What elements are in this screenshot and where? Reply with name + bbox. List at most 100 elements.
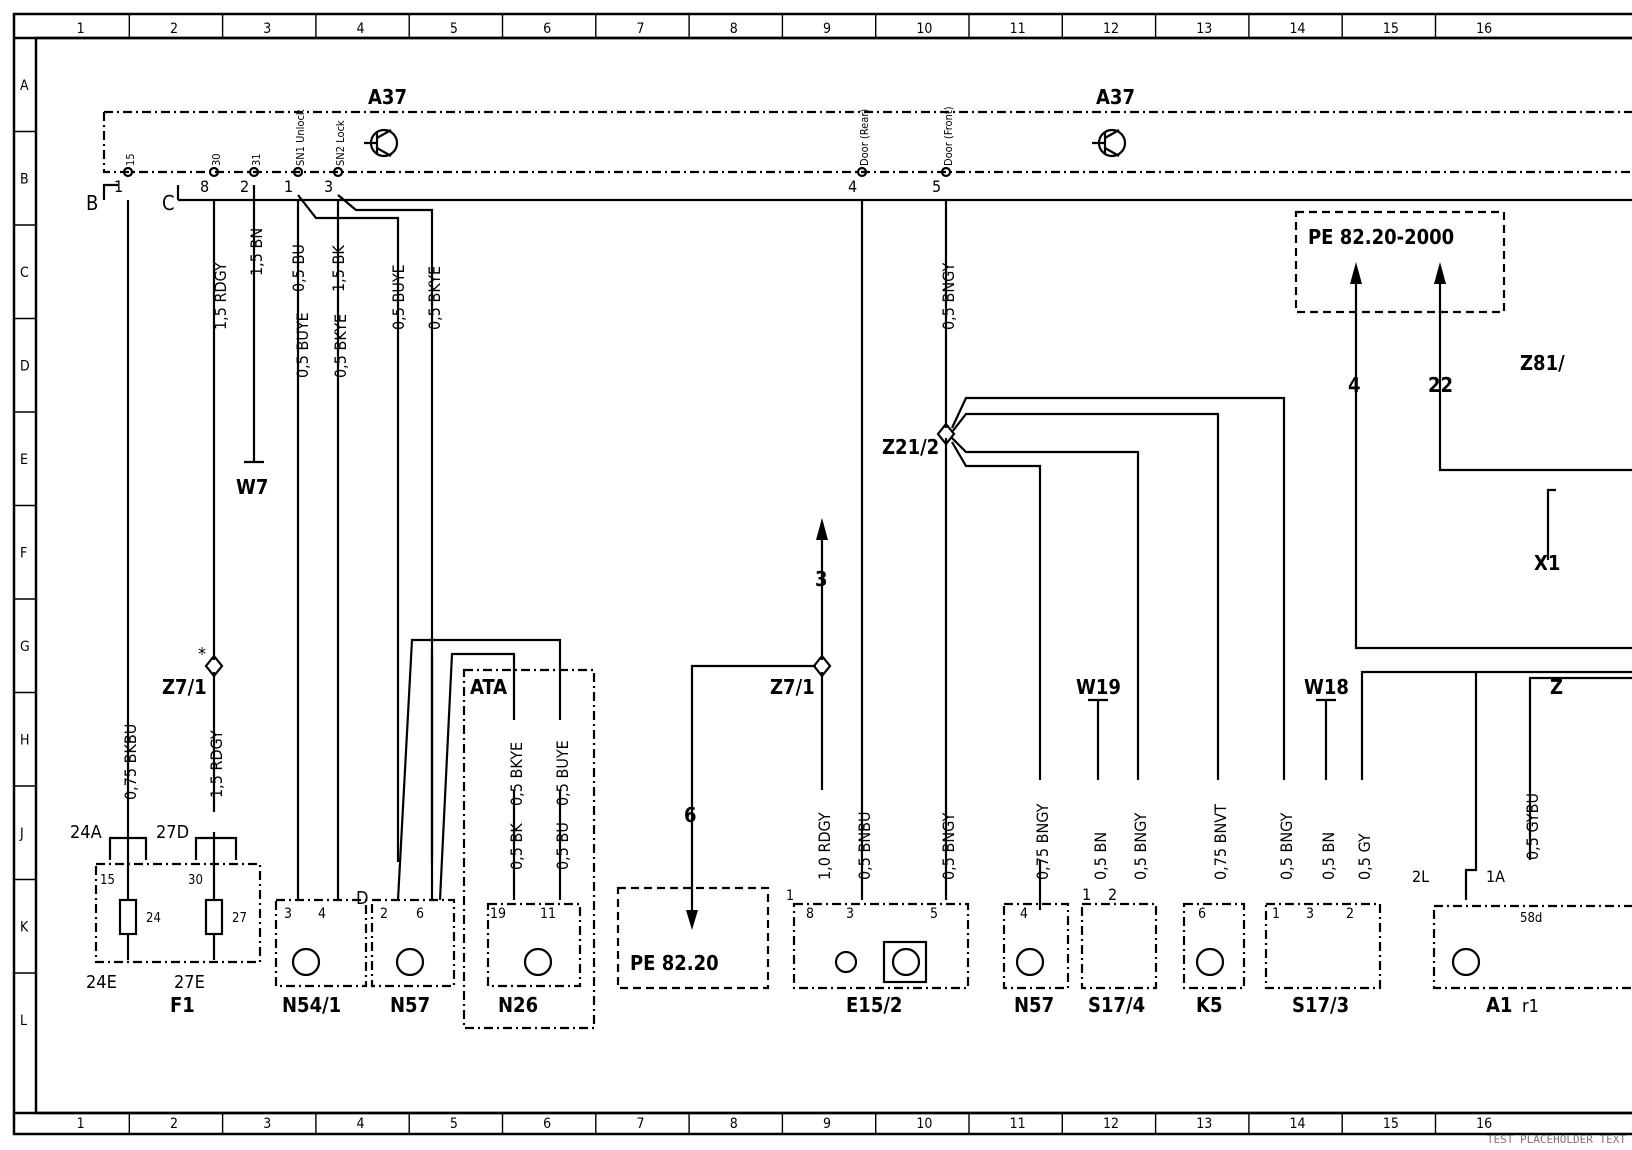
wire-spec-label: 0,5 BUYE — [553, 740, 572, 806]
grid-row-label: J — [19, 826, 24, 842]
pin-signal: Door (Front) — [942, 106, 955, 166]
grid-col-label: 5 — [450, 1116, 458, 1132]
wire-spec-label: 0,75 BKBU — [121, 724, 140, 800]
wire-spec-label: 0,75 BNVT — [1211, 804, 1230, 880]
arrow-22-label: 22 — [1428, 373, 1453, 397]
edge-x1: X1 — [1534, 551, 1560, 575]
pin-signal: 30 — [210, 153, 223, 166]
f1-24a: 24A — [70, 822, 102, 843]
pin-contact — [292, 166, 304, 178]
f1-30: 30 — [188, 873, 203, 888]
grid-row-label: E — [20, 452, 28, 468]
wire-spec-label: 0,5 BNBU — [855, 811, 874, 880]
grid-col-label: 11 — [1010, 21, 1026, 37]
component-s17-4: S17/4 1 2 — [1080, 885, 1158, 1017]
n541-label: N54/1 — [282, 993, 341, 1017]
pin-contact — [208, 166, 220, 178]
connector-b-label: B — [86, 191, 98, 215]
grid-col-label: 4 — [357, 21, 365, 37]
connector-rails: B C — [86, 183, 1632, 215]
grid-col-label: 16 — [1476, 1116, 1492, 1132]
grid-col-label: 7 — [636, 1116, 644, 1132]
splice-z212: Z21/2 — [882, 435, 939, 459]
s174-p1: 1 — [1082, 885, 1091, 904]
pin-number: 2 — [240, 177, 249, 196]
pe-ref-8220: PE 82.20 — [630, 951, 719, 975]
grid-col-label: 2 — [170, 21, 178, 37]
pin-number: 4 — [848, 177, 857, 196]
n541-p3: 3 — [284, 906, 292, 922]
grid-row-label: L — [20, 1013, 27, 1029]
s173-p2: 2 — [1346, 906, 1354, 922]
module-label-right: A37 — [1096, 85, 1135, 109]
grid-col-label: 16 — [1476, 21, 1492, 37]
grid-row-label: G — [20, 639, 30, 655]
wire-spec-label: 1,5 RDGY — [211, 262, 230, 330]
signal-arrows: 3 6 4 22 — [684, 262, 1453, 930]
component-k5: K5 6 — [1182, 902, 1246, 1017]
grid-col-label: 6 — [543, 21, 551, 37]
a1-label: A1 — [1486, 993, 1512, 1017]
grid-col-label: 11 — [1010, 1116, 1026, 1132]
a37-module: A37 A37 — [102, 85, 1632, 174]
grid-col-label: 9 — [823, 1116, 831, 1132]
wire-spec-label: 1,0 RDGY — [815, 812, 834, 880]
grid-col-label: 5 — [450, 21, 458, 37]
component-n54-1: N54/1 3 4 D — [274, 888, 368, 1017]
grid-row-label: C — [20, 265, 29, 281]
s173-p3: 3 — [1306, 906, 1314, 922]
wire-spec-label: 0,5 GYBU — [1523, 793, 1542, 860]
f1-15: 15 — [100, 873, 115, 888]
k5-p6: 6 — [1198, 906, 1206, 922]
a1-58d: 58d — [1520, 911, 1542, 926]
wire-spec-label: 0,5 BKYE — [425, 266, 444, 330]
diagram-frame — [12, 12, 1632, 1136]
n26-p11: 11 — [540, 906, 556, 922]
grid-row-label: D — [20, 359, 30, 375]
grid-col-label: 10 — [916, 21, 932, 37]
e152-p3: 3 — [846, 906, 854, 922]
grid-col-label: 3 — [263, 1116, 271, 1132]
grid-col-label: 15 — [1383, 1116, 1399, 1132]
grid-col-label: 14 — [1290, 21, 1306, 37]
grid-col-label: 10 — [916, 1116, 932, 1132]
f1-27d: 27D — [156, 822, 189, 843]
a1-2l: 2L — [1412, 867, 1429, 886]
e152-label: E15/2 — [846, 993, 902, 1017]
wire-spec-label: 1,5 BN — [247, 228, 266, 276]
grid-col-label: 1 — [77, 21, 85, 37]
f1-24e: 24E — [86, 972, 117, 993]
wire-spec-label: 0,5 BUYE — [293, 312, 312, 378]
n57a-p2: 2 — [380, 906, 388, 922]
pin-contact — [940, 166, 952, 178]
a1-1a: 1A — [1486, 867, 1505, 886]
grid-row-label: B — [20, 172, 29, 188]
a1-r1: r1 — [1522, 996, 1539, 1017]
wire-spec-label: 1,5 RDGY — [207, 730, 226, 798]
k5-label: K5 — [1196, 993, 1222, 1017]
wire-spec-label: 0,5 BU — [553, 822, 572, 870]
component-a1: A1 r1 2L 1A 58d — [1412, 867, 1632, 1017]
pin-signal: Door (Rear) — [858, 109, 871, 166]
ata-group: ATA N26 19 11 — [462, 668, 596, 1030]
wire-spec-label: 0,5 BKYE — [507, 742, 526, 806]
pin-contact — [248, 166, 260, 178]
ground-points: W7 W19 W18 — [236, 475, 1349, 699]
splices: Z7/1 * Z7/1 Z21/2 — [162, 422, 956, 699]
transistor-symbol — [1092, 128, 1127, 158]
ground-w19: W19 — [1076, 675, 1121, 699]
wire-spec-label: 0,5 BNGY — [1131, 813, 1150, 880]
pin-number: 8 — [200, 177, 209, 196]
pin-contact — [332, 166, 344, 178]
f1-24: 24 — [146, 911, 161, 926]
wire-spec-label: 0,5 BK — [507, 823, 526, 870]
grid-col-label: 8 — [730, 1116, 738, 1132]
wire-spec-label: 0,75 BNGY — [1033, 803, 1052, 880]
grid-col-label: 3 — [263, 21, 271, 37]
arrow-4-label: 4 — [1348, 373, 1361, 397]
pin-contact — [856, 166, 868, 178]
